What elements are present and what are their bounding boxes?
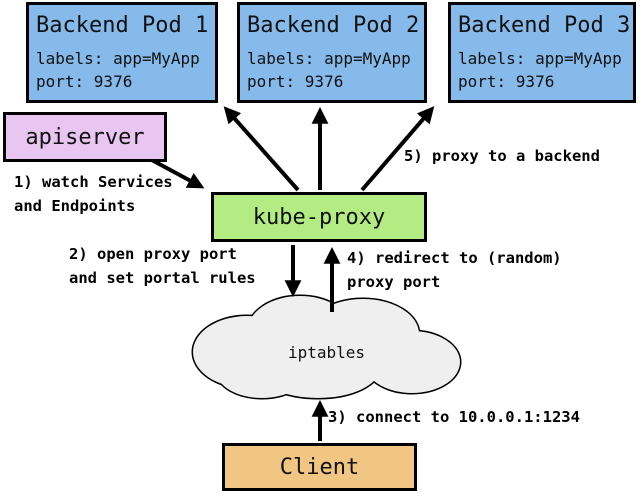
backend-pod-1-port: port: 9376 [36, 72, 133, 91]
annotation-step2: 2) open proxy port and set portal rules [69, 245, 256, 287]
kube-proxy-box: kube-proxy [211, 192, 427, 242]
backend-pod-1-title: Backend Pod 1 [36, 13, 209, 38]
backend-pod-1-labels: labels: app=MyApp [36, 49, 200, 68]
backend-pod-2-labels: labels: app=MyApp [247, 49, 411, 68]
backend-pod-2-port: port: 9376 [247, 72, 344, 91]
apiserver-box: apiserver [3, 112, 167, 162]
annotation-step3: 3) connect to 10.0.0.1:1234 [328, 408, 580, 426]
client-box: Client [222, 443, 417, 491]
annotation-step4: 4) redirect to (random) proxy port [347, 249, 562, 291]
annotation-step5: 5) proxy to a backend [404, 147, 600, 165]
backend-pod-2-title: Backend Pod 2 [247, 13, 420, 38]
backend-pod-1-box: Backend Pod 1 labels: app=MyApp port: 93… [26, 2, 218, 103]
backend-pod-2-box: Backend Pod 2 labels: app=MyApp port: 93… [237, 2, 427, 103]
backend-pod-3-box: Backend Pod 3 labels: app=MyApp port: 93… [448, 2, 636, 103]
annotation-step1: 1) watch Services and Endpoints [14, 173, 173, 215]
backend-pod-3-labels: labels: app=MyApp [458, 49, 622, 68]
apiserver-label: apiserver [25, 124, 145, 150]
backend-pod-3-port: port: 9376 [458, 72, 555, 91]
client-label: Client [279, 454, 360, 480]
backend-pod-3-title: Backend Pod 3 [458, 13, 631, 38]
kube-proxy-label: kube-proxy [252, 204, 386, 230]
arrow-kube-proxy-to-pod1 [223, 106, 300, 192]
iptables-label: iptables [287, 343, 366, 362]
